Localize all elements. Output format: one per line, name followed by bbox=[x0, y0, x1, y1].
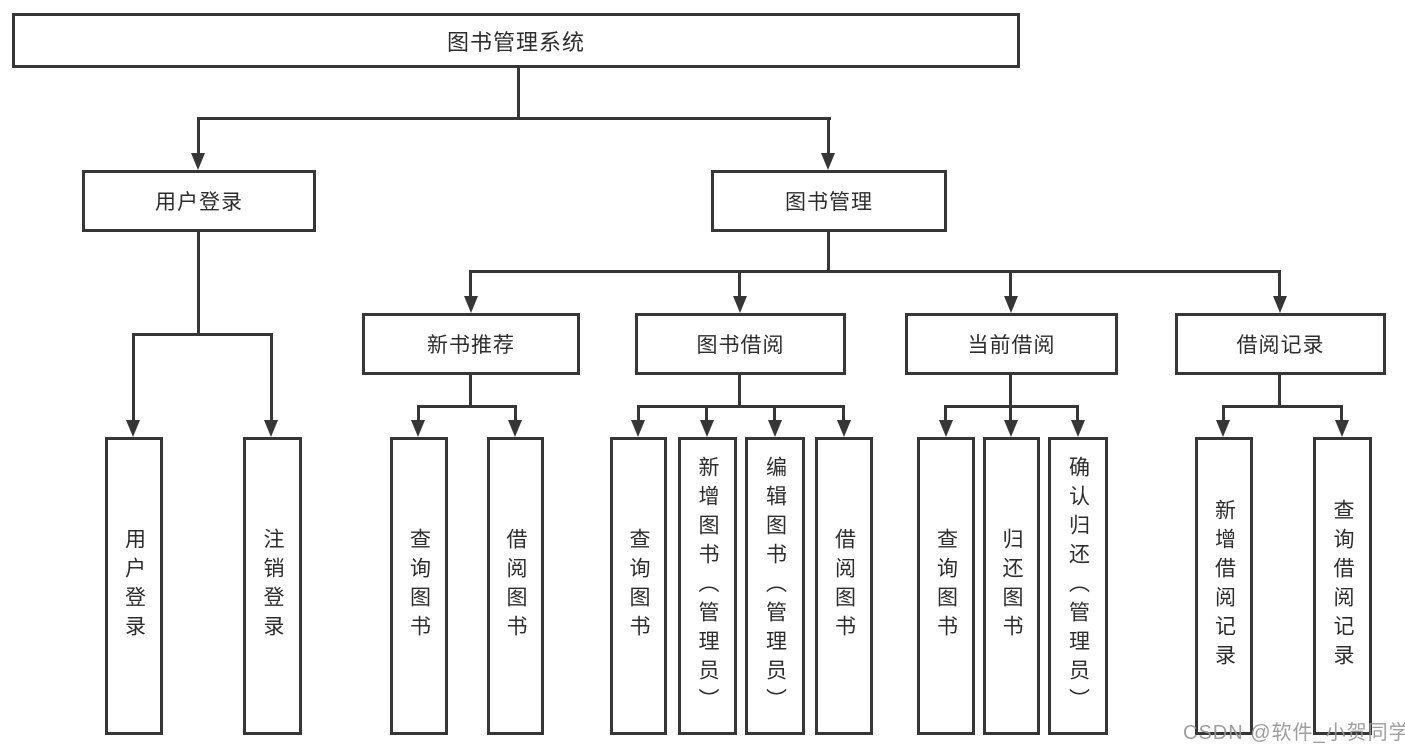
connector-to-current-borrowing bbox=[1009, 270, 1012, 298]
leaf-label: 查询借阅记录 bbox=[1331, 499, 1354, 673]
arrow-down-icon bbox=[1216, 420, 1230, 437]
leaf-edit-books-admin: 编辑图书（管理员） bbox=[745, 437, 805, 735]
leaf-query-books-recommend: 查询图书 bbox=[390, 437, 448, 735]
node-label: 图书管理系统 bbox=[446, 29, 585, 55]
node-book-borrowing: 图书借阅 bbox=[635, 313, 846, 375]
leaf-label: 查询图书 bbox=[407, 528, 431, 644]
connector-to-leaf bbox=[1222, 405, 1225, 423]
leaf-logout: 注销登录 bbox=[243, 437, 302, 735]
connector-to-leaf bbox=[773, 405, 776, 423]
arrow-down-icon bbox=[631, 420, 645, 437]
node-label: 图书借阅 bbox=[696, 334, 785, 357]
connector-to-leaf bbox=[842, 405, 845, 423]
connector-to-user-login bbox=[197, 117, 200, 155]
connector-book-borrowing-split bbox=[637, 405, 845, 408]
node-label: 新书推荐 bbox=[427, 334, 515, 357]
leaf-label: 借阅图书 bbox=[504, 528, 527, 644]
arrow-down-icon bbox=[939, 420, 953, 437]
connector-to-leaf bbox=[637, 405, 640, 423]
leaf-label: 新增借阅记录 bbox=[1212, 499, 1236, 673]
leaf-label: 注销登录 bbox=[261, 528, 284, 644]
node-label: 借阅记录 bbox=[1236, 334, 1325, 357]
connector-current-borrowing-down bbox=[1009, 375, 1012, 408]
leaf-query-books-borrowing: 查询图书 bbox=[610, 437, 667, 735]
arrow-down-icon bbox=[837, 420, 851, 437]
leaf-user-login: 用户登录 bbox=[105, 437, 163, 735]
arrow-down-icon bbox=[126, 420, 140, 437]
connector-borrowing-records-split bbox=[1222, 405, 1343, 408]
connector-to-leaf bbox=[1340, 405, 1343, 423]
connector-user-login-down bbox=[197, 232, 200, 336]
leaf-return-books: 归还图书 bbox=[983, 437, 1040, 735]
leaf-label: 查询图书 bbox=[627, 528, 650, 644]
leaf-add-books-admin: 新增图书（管理员） bbox=[678, 437, 737, 735]
connector-root-down bbox=[517, 68, 520, 118]
leaf-query-borrow-record: 查询借阅记录 bbox=[1313, 437, 1372, 735]
connector-to-leaf bbox=[514, 405, 517, 423]
connector-to-book-borrowing bbox=[738, 270, 741, 298]
arrow-down-icon bbox=[768, 420, 782, 437]
arrow-down-icon bbox=[1071, 420, 1085, 437]
leaf-label: 归还图书 bbox=[1000, 528, 1023, 644]
node-book-management: 图书管理 bbox=[711, 170, 947, 232]
arrow-down-icon bbox=[1004, 420, 1018, 437]
arrow-down-icon bbox=[191, 153, 205, 170]
arrow-down-icon bbox=[464, 296, 478, 313]
arrow-down-icon bbox=[508, 420, 522, 437]
connector-to-book-management bbox=[827, 117, 830, 155]
node-new-book-recommend: 新书推荐 bbox=[362, 313, 580, 375]
node-current-borrowing: 当前借阅 bbox=[905, 313, 1118, 375]
leaf-label: 编辑图书（管理员） bbox=[763, 455, 787, 717]
leaf-borrow-books: 借阅图书 bbox=[815, 437, 873, 735]
arrow-down-icon bbox=[411, 420, 425, 437]
connector-to-leaf bbox=[944, 405, 947, 423]
connector-to-new-book bbox=[469, 270, 472, 298]
leaf-label: 确认归还（管理员） bbox=[1066, 455, 1090, 717]
connector-to-leaf bbox=[132, 333, 135, 423]
connector-user-login-split bbox=[132, 333, 273, 336]
arrow-down-icon bbox=[1335, 420, 1349, 437]
leaf-label: 查询图书 bbox=[934, 528, 958, 644]
leaf-label: 借阅图书 bbox=[832, 528, 856, 644]
leaf-borrow-books-recommend: 借阅图书 bbox=[487, 437, 544, 735]
connector-new-book-split bbox=[417, 405, 517, 408]
arrow-down-icon bbox=[733, 296, 747, 313]
connector-to-leaf bbox=[1009, 405, 1012, 423]
arrow-down-icon bbox=[264, 420, 278, 437]
node-borrowing-records: 借阅记录 bbox=[1175, 313, 1386, 375]
arrow-down-icon bbox=[700, 420, 714, 437]
leaf-query-books-current: 查询图书 bbox=[917, 437, 975, 735]
node-label: 图书管理 bbox=[785, 191, 873, 214]
connector-to-leaf bbox=[270, 333, 273, 423]
leaf-add-borrow-record: 新增借阅记录 bbox=[1195, 437, 1253, 735]
leaf-label: 新增图书（管理员） bbox=[696, 455, 719, 717]
connector-to-leaf bbox=[705, 405, 708, 423]
arrow-down-icon bbox=[821, 153, 835, 170]
connector-to-leaf bbox=[1076, 405, 1079, 423]
connector-book-borrowing-down bbox=[738, 375, 741, 408]
connector-to-borrowing-records bbox=[1278, 270, 1281, 298]
connector-book-management-split bbox=[469, 270, 1281, 273]
leaf-confirm-return-admin: 确认归还（管理员） bbox=[1048, 437, 1108, 735]
connector-book-management-down bbox=[827, 232, 830, 273]
connector-new-book-down bbox=[469, 375, 472, 408]
node-user-login: 用户登录 bbox=[82, 170, 316, 232]
arrow-down-icon bbox=[1273, 296, 1287, 313]
node-label: 当前借阅 bbox=[967, 334, 1056, 357]
connector-to-leaf bbox=[417, 405, 420, 423]
arrow-down-icon bbox=[1004, 296, 1018, 313]
leaf-label: 用户登录 bbox=[122, 528, 146, 644]
connector-root-split bbox=[197, 117, 831, 120]
node-library-management-system: 图书管理系统 bbox=[12, 13, 1020, 68]
connector-borrowing-records-down bbox=[1278, 375, 1281, 408]
node-label: 用户登录 bbox=[155, 191, 243, 214]
